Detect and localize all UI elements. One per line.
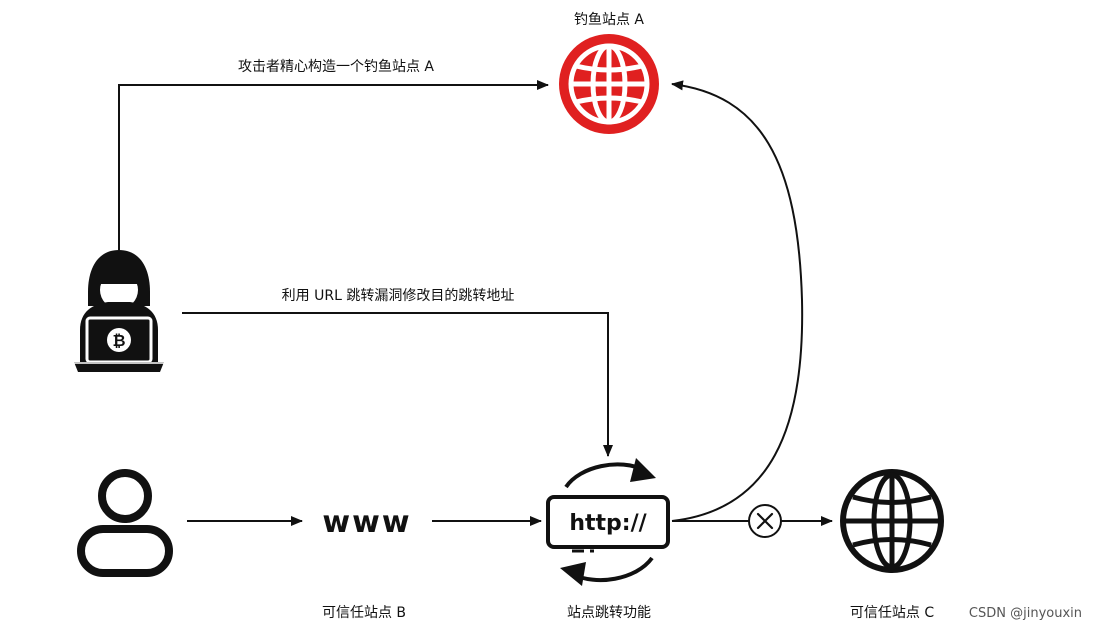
www-text: www xyxy=(322,505,411,540)
watermark: CSDN @jinyouxin xyxy=(969,606,1082,621)
trusted-globe-icon xyxy=(840,469,944,573)
hacker-laptop-icon: ₿ xyxy=(74,250,164,372)
user-icon xyxy=(77,469,173,577)
arrow-attacker-to-redirect xyxy=(182,312,613,457)
exploit-redirect-label: 利用 URL 跳转漏洞修改目的跳转地址 xyxy=(282,288,515,304)
phishing-site-label: 钓鱼站点 A xyxy=(574,11,644,28)
redirect-function-label: 站点跳转功能 xyxy=(567,605,651,621)
http-text: http:// xyxy=(569,511,647,536)
trusted-site-b-label: 可信任站点 B xyxy=(322,605,406,621)
http-redirect-icon: http:// xyxy=(546,458,670,586)
www-link-icon: www xyxy=(322,505,411,540)
phishing-globe-icon xyxy=(559,34,659,134)
arrow-attacker-to-phishing xyxy=(118,80,549,250)
bitcoin-symbol: ₿ xyxy=(112,331,125,350)
attacker-builds-label: 攻击者精心构造一个钓鱼站点 A xyxy=(238,58,434,75)
trusted-site-c-label: 可信任站点 C xyxy=(850,605,934,621)
blocked-x-icon xyxy=(748,504,782,538)
arrow-redirect-to-phishing xyxy=(671,80,804,522)
